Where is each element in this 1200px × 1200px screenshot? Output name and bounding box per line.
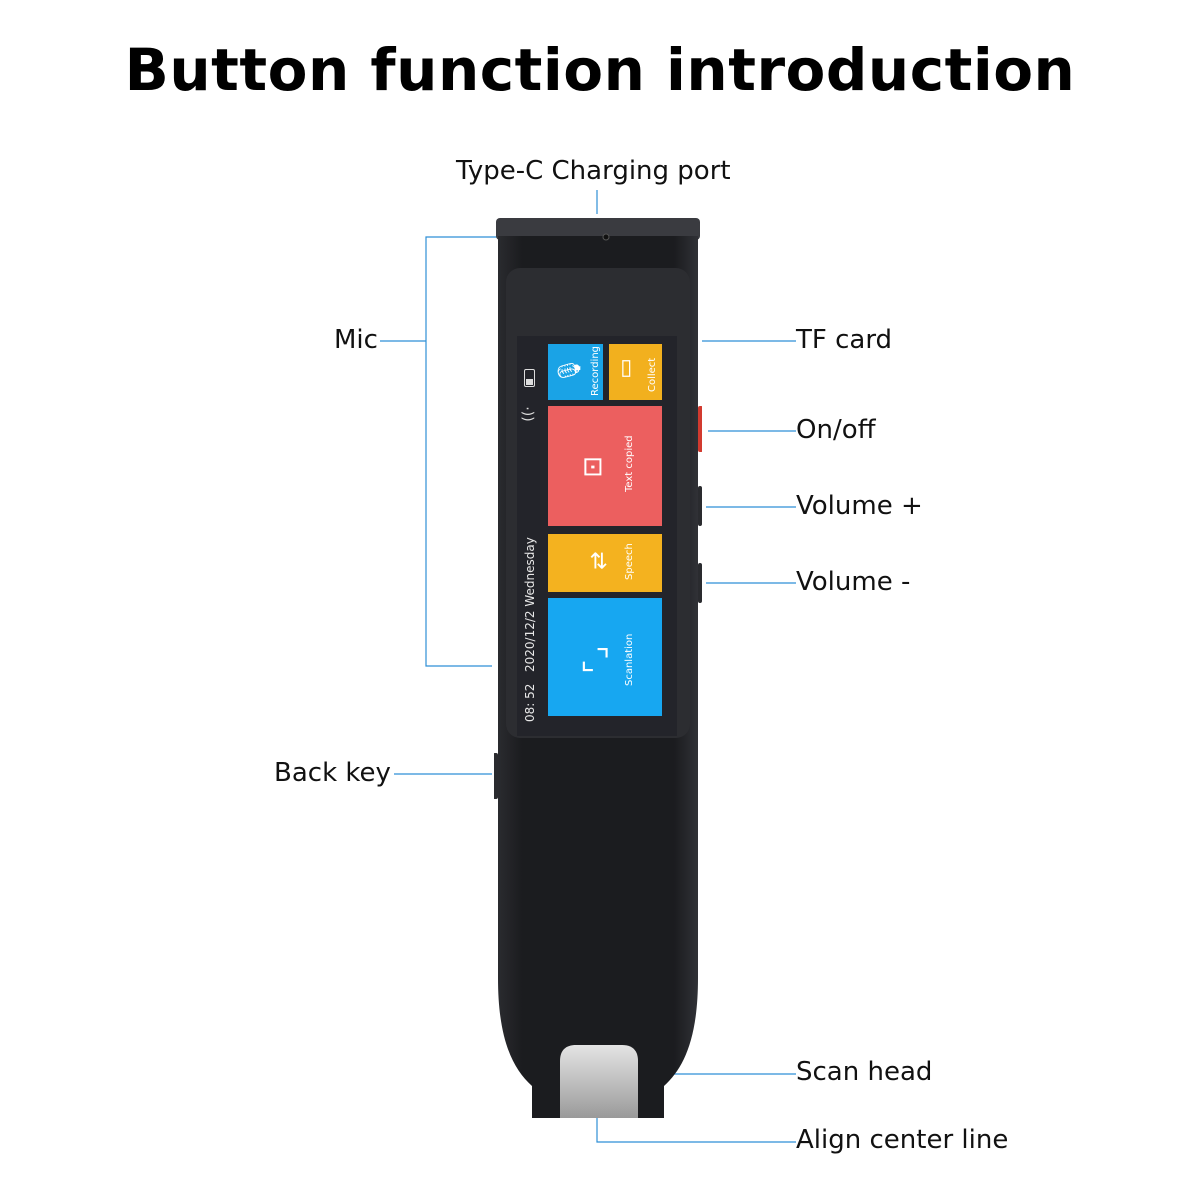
text-scan-icon: ⊡	[577, 456, 608, 478]
clock-time: 08: 52	[523, 683, 537, 722]
translate-icon: ⇄	[586, 551, 612, 570]
wifi-icon: ((·	[520, 406, 537, 422]
on-off-label: On/off	[796, 415, 876, 445]
microphone-icon: 🎙	[557, 356, 583, 385]
tile-text-copied[interactable]: ⊡ Text copied	[548, 406, 662, 526]
tile-scanlation[interactable]: ⌜⌟ Scanlation	[548, 598, 662, 716]
back-key-label: Back key	[274, 758, 391, 788]
charging-port-label: Type-C Charging port	[456, 156, 731, 186]
tile-speech-label: Speech	[624, 543, 635, 580]
scan-head-label: Scan head	[796, 1057, 933, 1087]
tile-collect[interactable]: ▭ Collect	[609, 344, 662, 400]
tile-scanlation-label: Scanlation	[624, 633, 635, 686]
tile-recording-label: Recording	[590, 345, 601, 396]
device-screen: ((· 08: 52 2020/12/2 Wednesday 🎙 Recordi…	[517, 336, 677, 736]
volume-down-label: Volume -	[796, 567, 911, 597]
folder-icon: ▭	[612, 358, 638, 379]
tile-text-copied-label: Text copied	[624, 435, 635, 492]
align-center-line-label: Align center line	[796, 1125, 1009, 1155]
clock-date: 2020/12/2 Wednesday	[523, 537, 537, 672]
tile-speech[interactable]: ⇄ Speech	[548, 534, 662, 592]
tile-recording[interactable]: 🎙 Recording	[548, 344, 603, 400]
page-title: Button function introduction	[124, 36, 1076, 104]
volume-up-label: Volume +	[796, 491, 923, 521]
battery-icon	[524, 369, 535, 387]
scan-frame-icon: ⌜⌟	[578, 645, 614, 674]
tile-collect-label: Collect	[647, 357, 658, 392]
tf-card-label: TF card	[796, 325, 893, 355]
mic-label: Mic	[334, 325, 378, 355]
